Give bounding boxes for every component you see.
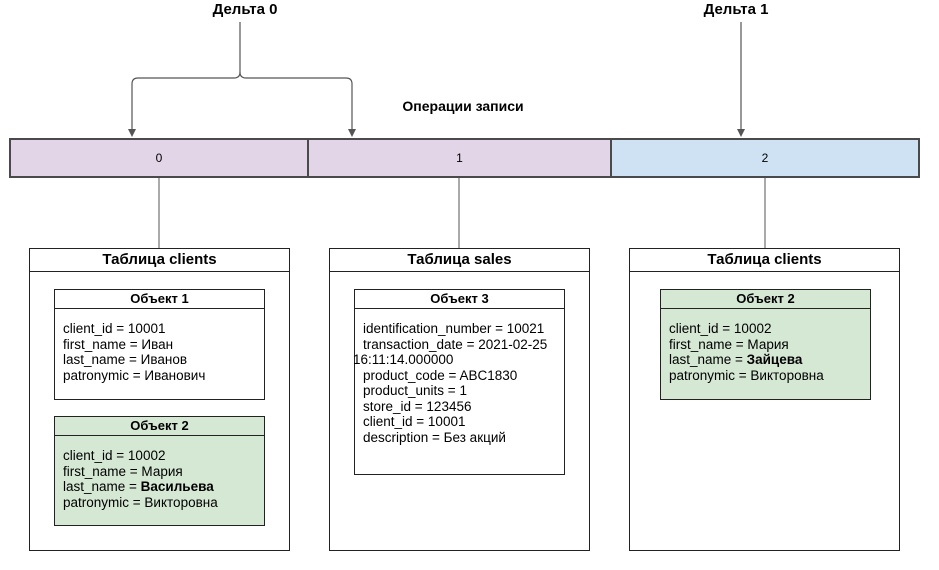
- field-value: 10002: [127, 448, 166, 463]
- field-value: Зайцева: [746, 352, 803, 367]
- field-value: 10021: [506, 321, 545, 336]
- delta-1-label: Дельта 1: [703, 1, 769, 18]
- field-value: Мария: [747, 336, 789, 352]
- field-key: last_name =: [669, 352, 747, 367]
- arrow-to-segment-1: [348, 129, 356, 137]
- field-key: description =: [363, 429, 444, 445]
- field-line: client_id = 10001: [63, 321, 264, 337]
- table-title: Таблица clients: [630, 249, 899, 272]
- field-key: last_name =: [63, 479, 141, 494]
- field-line: product_units = 1: [363, 383, 564, 399]
- field-key: store_id =: [363, 398, 427, 414]
- object-title: Объект 1: [55, 290, 264, 309]
- field-value: 10001: [427, 414, 466, 429]
- field-line: patronymic = Викторовна: [63, 495, 264, 511]
- field-value: Викторовна: [144, 494, 218, 510]
- field-line: store_id = 123456: [363, 399, 564, 415]
- delta-0-connector: [131, 22, 241, 130]
- field-line: client_id = 10002: [63, 448, 264, 464]
- field-key: client_id =: [363, 414, 428, 429]
- field-value: 10001: [127, 321, 166, 336]
- field-value: 16:11:14.000000: [353, 352, 454, 367]
- field-value: 123456: [426, 398, 472, 414]
- field-value: Иванов: [140, 352, 188, 367]
- object-title: Объект 2: [55, 417, 264, 436]
- field-key: last_name =: [63, 352, 141, 367]
- field-line: first_name = Мария: [63, 464, 264, 480]
- field-value: 10002: [733, 321, 772, 336]
- segment-label: 0: [155, 151, 163, 165]
- arrow-to-segment-0: [128, 129, 136, 137]
- delta-0-label: Дельта 0: [212, 1, 278, 18]
- field-value: Викторовна: [750, 367, 824, 383]
- field-line: description = Без акций: [363, 430, 564, 446]
- field-key: transaction_date =: [363, 336, 479, 352]
- field-key: client_id =: [63, 448, 128, 463]
- field-line: identification_number = 10021: [363, 321, 564, 337]
- table-title: Таблица clients: [30, 249, 289, 272]
- segment-label: 2: [761, 151, 769, 165]
- segment-label: 1: [456, 151, 463, 165]
- field-line: client_id = 10002: [669, 321, 870, 337]
- field-key: client_id =: [63, 321, 128, 336]
- field-key: product_code =: [363, 367, 460, 383]
- field-line: first_name = Иван: [63, 337, 264, 353]
- field-value: Васильева: [140, 479, 214, 494]
- field-line: patronymic = Викторовна: [669, 368, 870, 384]
- field-line: last_name = Васильева: [63, 479, 264, 495]
- field-line: last_name = Иванов: [63, 352, 264, 368]
- field-value: 2021-02-25: [478, 336, 548, 352]
- field-key: patronymic =: [669, 367, 751, 383]
- delta-0-connector-right: [239, 71, 353, 130]
- field-value: Мария: [141, 463, 183, 479]
- field-line: first_name = Мария: [669, 337, 870, 353]
- field-key: first_name =: [63, 463, 142, 479]
- field-key: client_id =: [669, 321, 734, 336]
- operation-segment-0: 0: [9, 138, 309, 178]
- field-value: Иванович: [144, 367, 206, 383]
- operations-title: Операции записи: [402, 98, 524, 114]
- object-title: Объект 3: [355, 290, 564, 309]
- field-value: 1: [459, 383, 467, 398]
- field-line: 16:11:14.000000: [353, 352, 564, 368]
- field-value: Без акций: [443, 429, 506, 445]
- field-value: Иван: [141, 336, 174, 352]
- field-key: patronymic =: [63, 367, 145, 383]
- operation-segment-2: 2: [610, 138, 920, 178]
- field-key: patronymic =: [63, 494, 145, 510]
- field-line: client_id = 10001: [363, 414, 564, 430]
- field-key: first_name =: [669, 336, 748, 352]
- field-value: ABC1830: [459, 367, 518, 383]
- operation-segment-1: 1: [307, 138, 612, 178]
- field-line: patronymic = Иванович: [63, 368, 264, 384]
- field-key: identification_number =: [363, 321, 507, 336]
- field-key: first_name =: [63, 336, 142, 352]
- object-title: Объект 2: [661, 290, 870, 309]
- field-key: product_units =: [363, 383, 460, 398]
- field-line: last_name = Зайцева: [669, 352, 870, 368]
- arrow-to-segment-2: [737, 129, 745, 137]
- field-line: transaction_date = 2021-02-25: [363, 337, 564, 353]
- field-line: product_code = ABC1830: [363, 368, 564, 384]
- table-title: Таблица sales: [330, 249, 589, 272]
